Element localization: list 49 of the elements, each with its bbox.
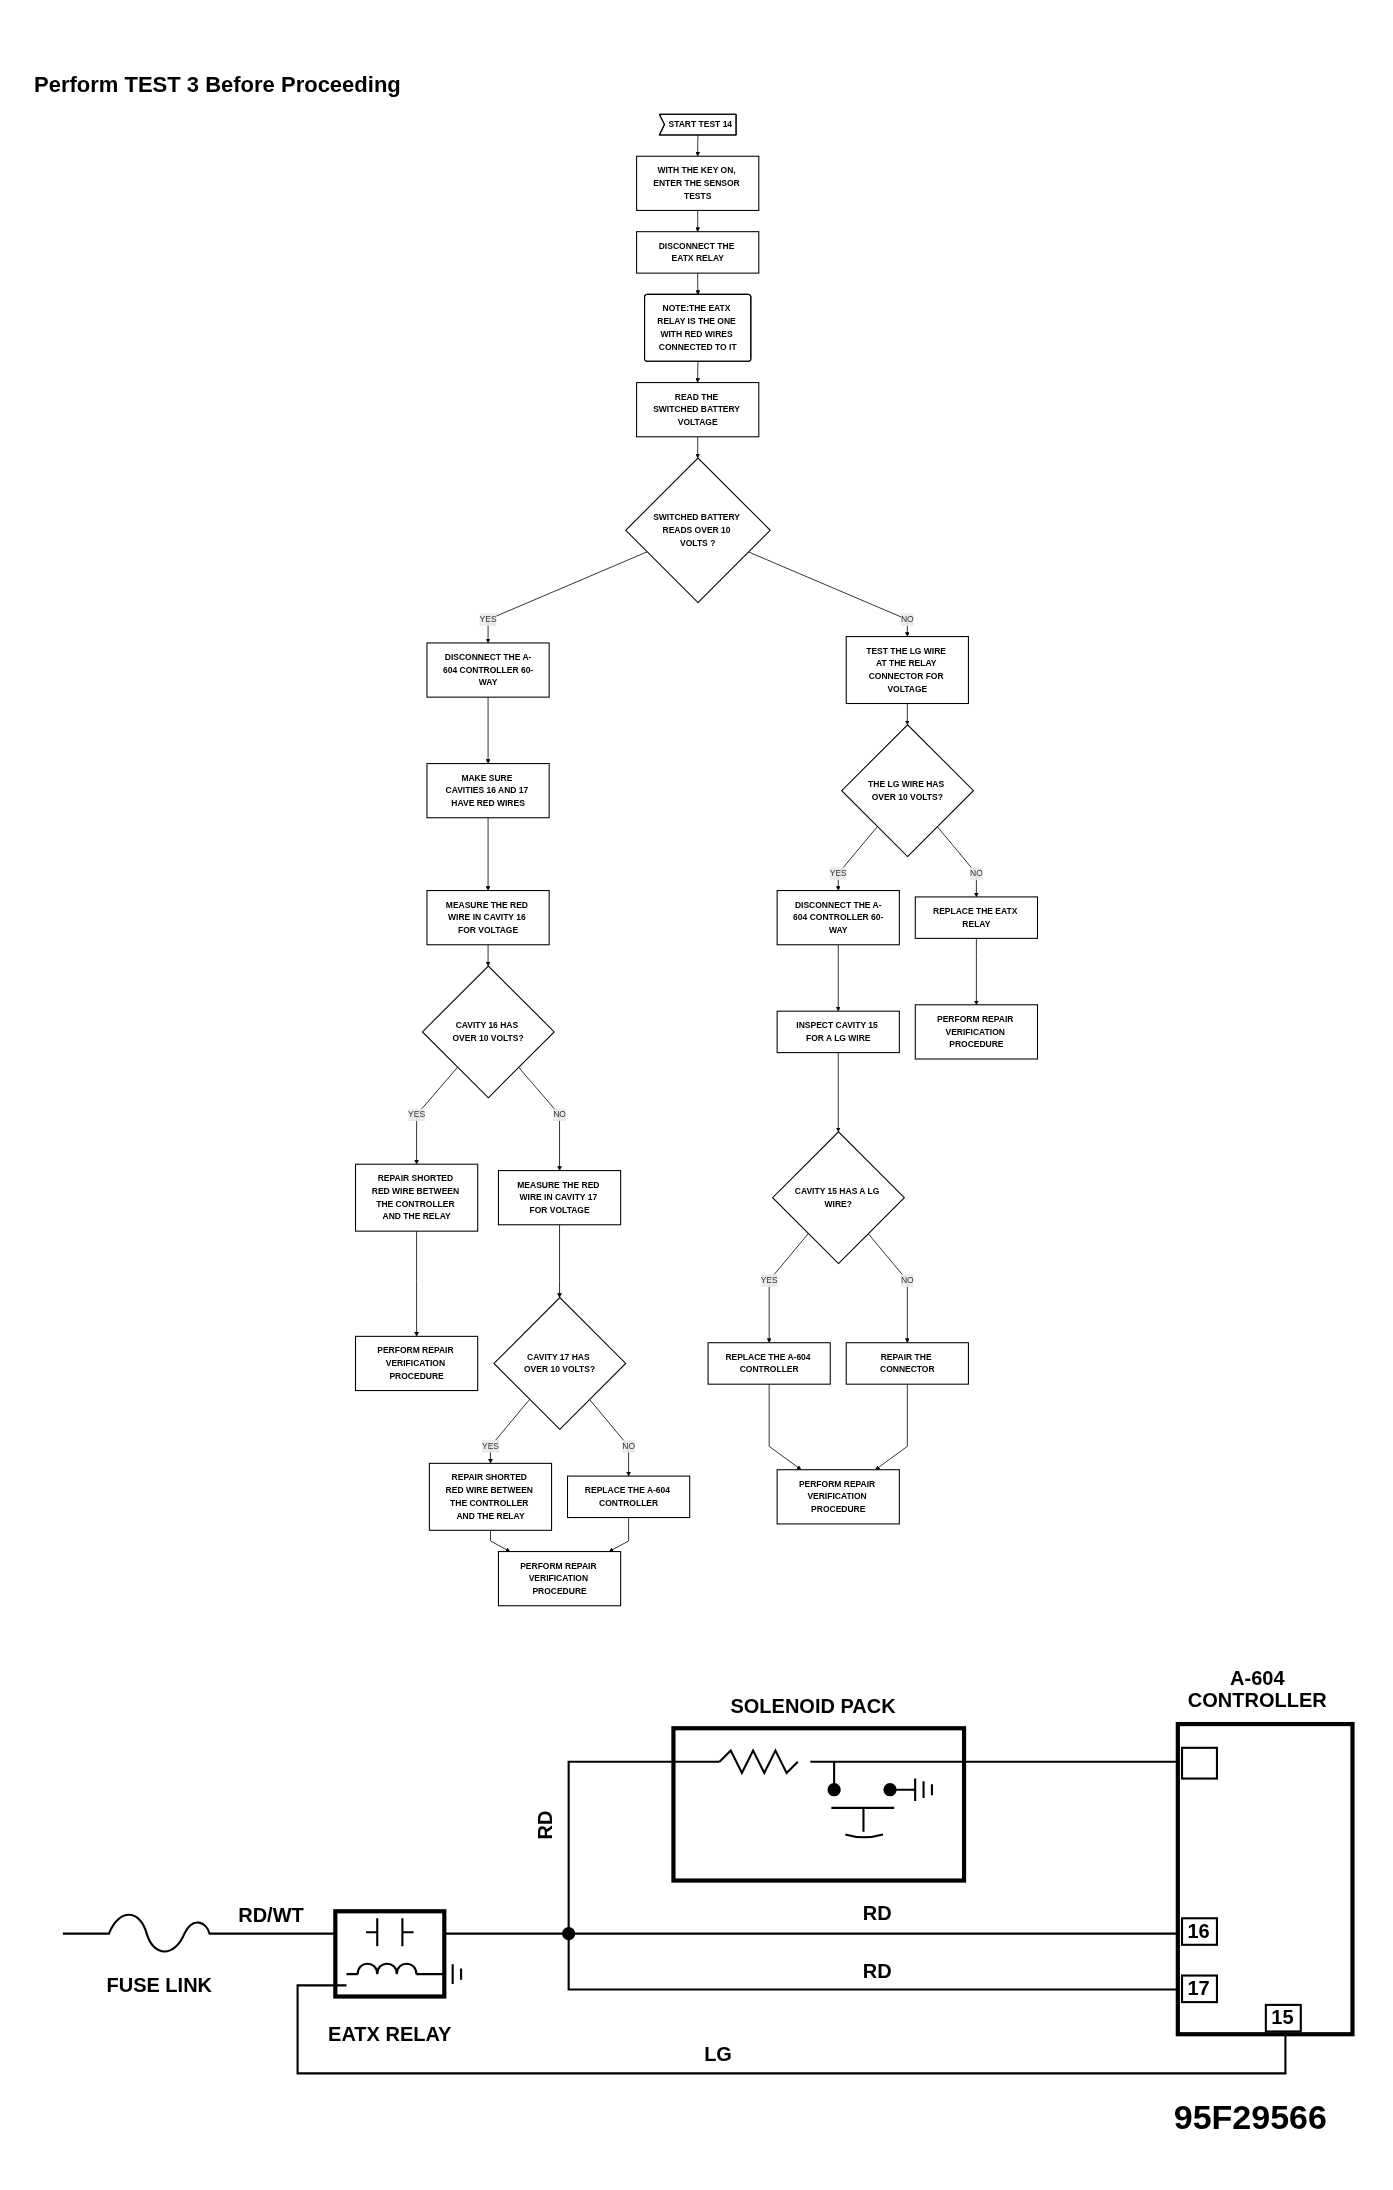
- node-box: READ THE SWITCHED BATTERY VOLTAGE: [636, 382, 760, 438]
- edge-label: YES: [408, 1110, 426, 1120]
- node-diamond: CAVITY 15 HAS A LG WIRE?: [771, 1131, 906, 1265]
- part-label: EATX RELAY: [327, 2023, 453, 2046]
- part-label: FUSE LINK: [105, 1974, 214, 1997]
- pin-number: 16: [1186, 1919, 1211, 1942]
- edge-label: NO: [553, 1110, 566, 1120]
- node-box: MAKE SURE CAVITIES 16 AND 17 HAVE RED WIRES: [426, 763, 550, 819]
- node-box: DISCONNECT THE A-604 CONTROLLER 60-WAY: [776, 890, 900, 946]
- pin-number: 17: [1186, 1977, 1211, 2000]
- node-box: REPLACE THE EATX RELAY: [914, 896, 1038, 939]
- node-box: REPAIR SHORTED RED WIRE BETWEEN THE CONTROLLER AND THE RELAY: [428, 1462, 553, 1531]
- edge-label: YES: [760, 1275, 778, 1285]
- wire-label: RD/WT: [237, 1904, 305, 1927]
- edge-label: NO: [622, 1441, 635, 1451]
- edge-label: YES: [829, 868, 847, 878]
- wire-label: RD: [861, 1901, 893, 1924]
- edge-label: NO: [900, 614, 914, 624]
- node-box: PERFORM REPAIR VERIFICATION PROCEDURE: [776, 1469, 900, 1525]
- node-box: WITH THE KEY ON, ENTER THE SENSOR TESTS: [636, 155, 760, 211]
- edge-label: NO: [970, 868, 983, 878]
- node-box: PERFORM REPAIR VERIFICATION PROCEDURE: [497, 1551, 622, 1607]
- node-box: DISCONNECT THE EATX RELAY: [636, 231, 760, 274]
- part-label: SOLENOID PACK: [729, 1694, 897, 1717]
- node-box: MEASURE THE RED WIRE IN CAVITY 17 FOR VOLTAGE: [497, 1170, 622, 1226]
- edge-label: YES: [481, 1441, 499, 1451]
- node-box: PERFORM REPAIR VERIFICATION PROCEDURE: [914, 1004, 1038, 1060]
- node-box: MEASURE THE RED WIRE IN CAVITY 16 FOR VOLTAGE: [426, 890, 550, 946]
- wire-label: RD: [533, 1809, 556, 1842]
- node-diamond: THE LG WIRE HAS OVER 10 VOLTS?: [840, 724, 975, 858]
- node-box: DISCONNECT THE A-604 CONTROLLER 60-WAY: [426, 642, 550, 698]
- node-diamond: SWITCHED BATTERY READS OVER 10 VOLTS ?: [624, 457, 771, 604]
- pin-number: 15: [1270, 2006, 1295, 2029]
- node-box: REPLACE THE A-604 CONTROLLER: [707, 1342, 831, 1385]
- node-box: TEST THE LG WIRE AT THE RELAY CONNECTOR FOR VOLTAGE: [845, 636, 969, 705]
- wire-label: LG: [703, 2042, 733, 2065]
- part-label: A-604 CONTROLLER: [1186, 1667, 1328, 1712]
- node-box: PERFORM REPAIR VERIFICATION PROCEDURE: [355, 1335, 479, 1392]
- edge-label: YES: [479, 614, 497, 624]
- node-box: INSPECT CAVITY 15 FOR A LG WIRE: [776, 1010, 900, 1054]
- title: Perform TEST 3 Before Proceeding: [34, 72, 401, 98]
- node-box: REPAIR SHORTED RED WIRE BETWEEN THE CONTROLLER AND THE RELAY: [355, 1163, 479, 1232]
- node-diamond: CAVITY 16 HAS OVER 10 VOLTS?: [421, 965, 555, 1099]
- node-diamond: CAVITY 17 HAS OVER 10 VOLTS?: [493, 1296, 627, 1431]
- node-box: REPLACE THE A-604 CONTROLLER: [567, 1475, 691, 1519]
- wire-label: RD: [861, 1960, 893, 1983]
- node-box: REPAIR THE CONNECTOR: [845, 1342, 969, 1385]
- figure-number: 95F29566: [1172, 2099, 1328, 2137]
- edge-label: NO: [900, 1275, 914, 1285]
